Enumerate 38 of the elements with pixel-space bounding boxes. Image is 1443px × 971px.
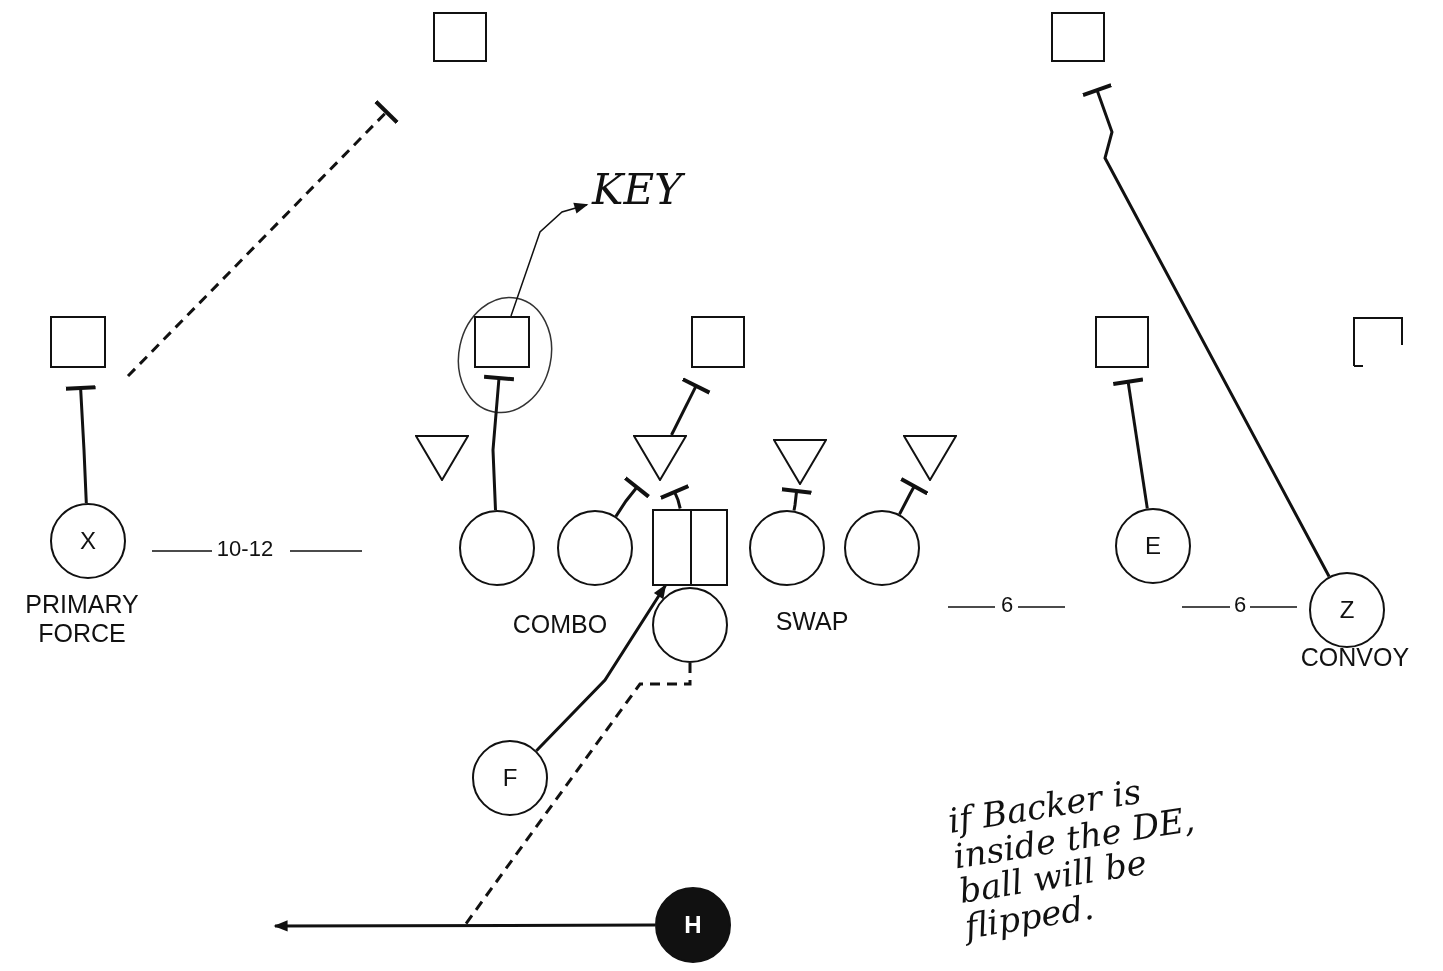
player-circle: X [50, 503, 126, 579]
defender-square [691, 316, 745, 368]
route-arrow [273, 920, 655, 932]
block-line [614, 475, 651, 518]
player-circle: E [1115, 508, 1191, 584]
dashed-route [126, 99, 400, 378]
dashed-route [463, 663, 692, 926]
block-line [779, 487, 814, 511]
block-line [670, 377, 712, 436]
technique-label: COMBO [512, 610, 608, 639]
spacing-label: 10-12 [216, 536, 274, 562]
route-arrow [510, 202, 589, 317]
block-line [1080, 83, 1331, 578]
block-line [482, 374, 516, 511]
player-circle: F [472, 740, 548, 816]
defender-square [50, 316, 106, 368]
technique-label: SWAP [775, 607, 849, 636]
defender-square [1051, 12, 1105, 62]
block-line [898, 476, 930, 515]
lineman-triangle [633, 435, 687, 481]
defender-square [1095, 316, 1149, 368]
block-line [1111, 377, 1149, 509]
block-line [63, 385, 98, 504]
route-arrow [535, 584, 667, 752]
lineman-triangle [415, 435, 469, 481]
center-box [652, 508, 728, 586]
lineman-triangle [903, 435, 957, 481]
spacing-label: 6 [1233, 592, 1247, 618]
spacing-label: 6 [1000, 592, 1014, 618]
lineman-triangle [773, 439, 827, 485]
key-note: KEY [587, 162, 687, 218]
ball-carrier-circle: H [655, 887, 731, 963]
handwritten-note: if Backer is inside the DE, ball will be flipped. [945, 769, 1199, 946]
defender-square [474, 316, 530, 368]
player-circle: Z [1309, 572, 1385, 648]
player-caption: PRIMARY FORCE [24, 590, 140, 648]
defender-square [433, 12, 487, 62]
block-line [658, 484, 691, 509]
